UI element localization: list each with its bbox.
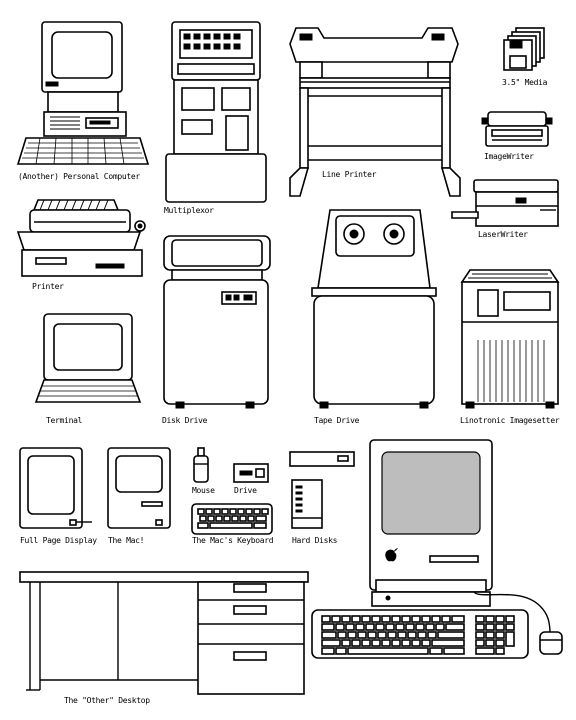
personal-computer-icon [16,21,150,165]
disk-drive-label: Disk Drive [162,416,208,425]
full-page-display-icon [19,447,92,529]
media-label: 3.5" Media [502,78,548,87]
multiplexor-icon [165,21,267,203]
full-page-display-label: Full Page Display [20,536,97,545]
keyboard-label: The Mac's Keyboard [192,536,274,545]
mac-label: The Mac! [108,536,145,545]
mouse-icon [193,447,209,483]
drive-icon [233,463,269,483]
multiplexor-label: Multiplexor [164,206,214,215]
linotronic-icon [460,269,560,409]
laserwriter-label: LaserWriter [478,230,528,239]
drive-label: Drive [234,486,257,495]
tape-drive-icon [311,209,437,409]
mouse-label: Mouse [192,486,215,495]
linotronic-label: Linotronic Imagesetter [460,416,560,425]
laserwriter-icon [451,179,559,227]
line-printer-icon [289,27,461,197]
mac-with-keyboard-icon [311,439,563,659]
keyboard-icon [191,503,273,535]
disk-drive-icon [163,235,271,409]
printer-icon [16,199,146,277]
hard-disks-label: Hard Disks [292,536,338,545]
hard-disks-icon [289,451,355,529]
media-icon [503,27,545,71]
desktop-label: The "Other" Desktop [64,696,150,705]
terminal-icon [34,313,142,403]
printer-label: Printer [32,282,64,291]
mac-icon [107,447,171,529]
tape-drive-label: Tape Drive [314,416,360,425]
terminal-label: Terminal [46,416,83,425]
personal-computer-label: (Another) Personal Computer [18,172,140,181]
imagewriter-label: ImageWriter [484,152,534,161]
line-printer-label: Line Printer [322,170,377,179]
desk-icon [19,571,309,695]
imagewriter-icon [481,111,553,147]
